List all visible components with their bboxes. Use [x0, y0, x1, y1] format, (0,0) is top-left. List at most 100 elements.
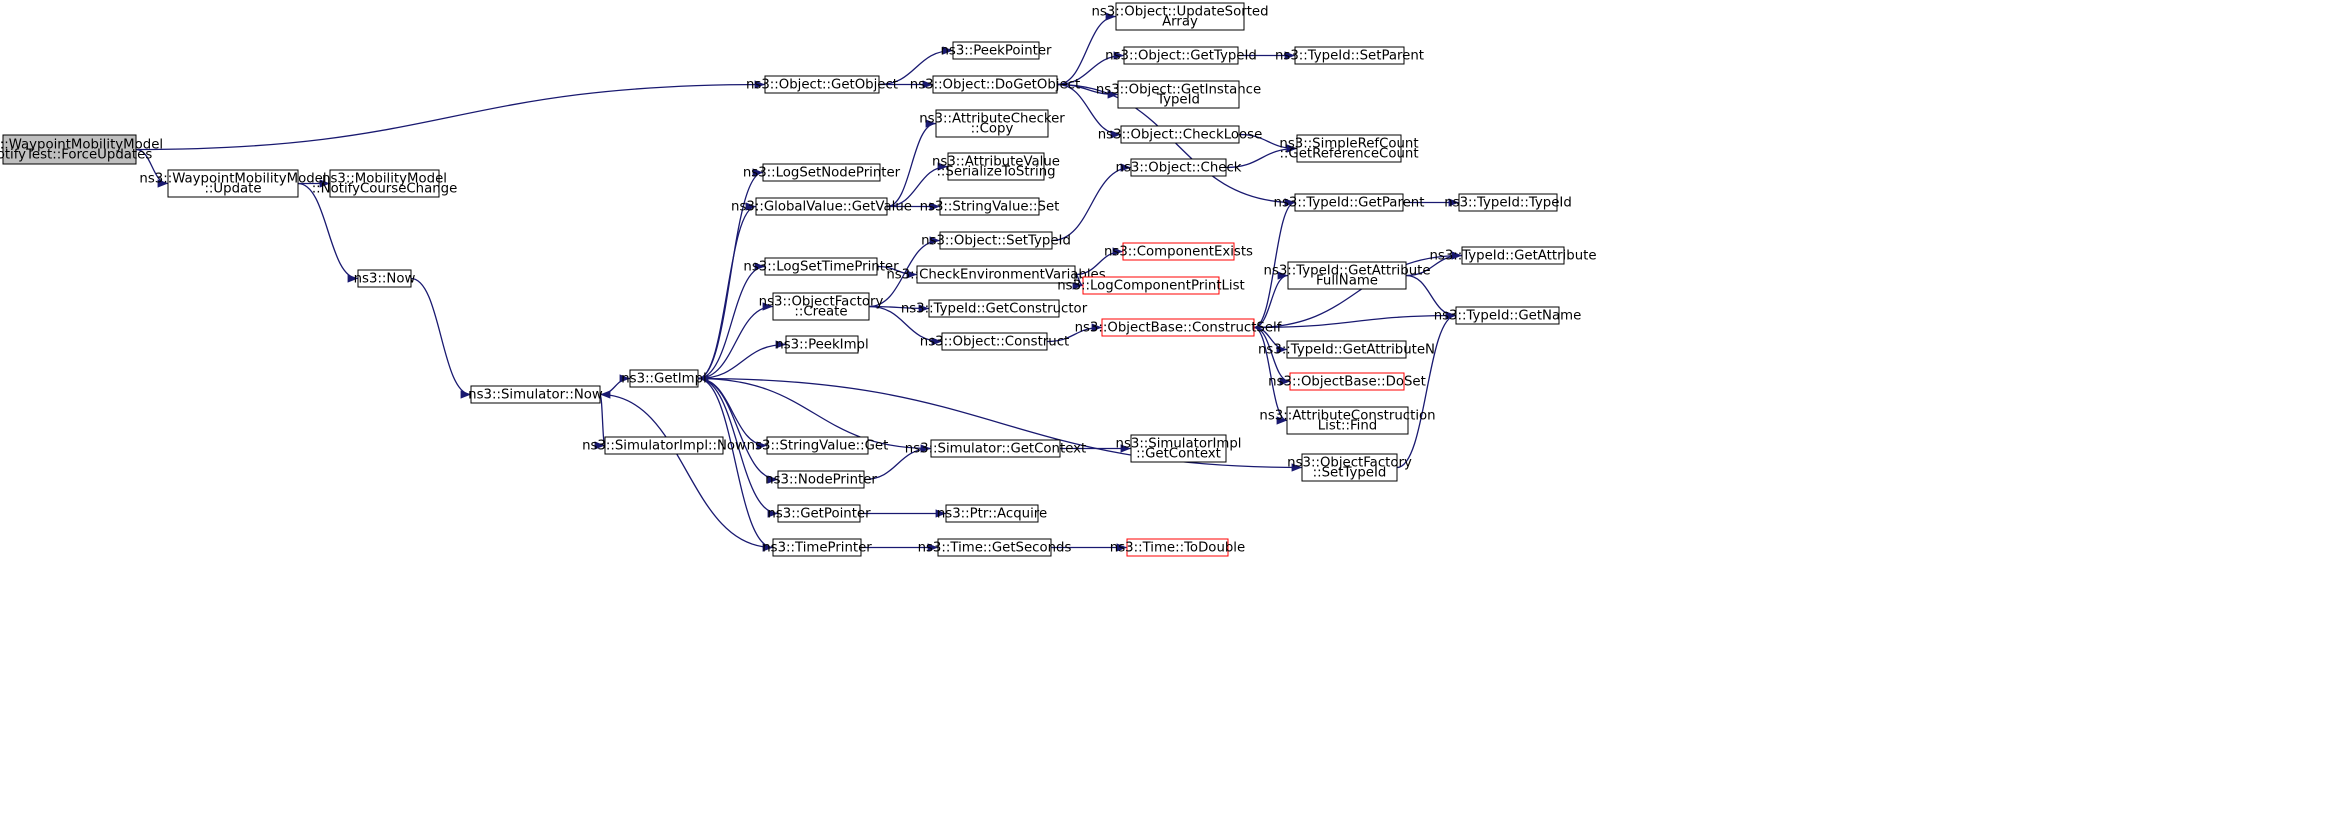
node-label: ns3::SimulatorImpl::Now	[582, 439, 746, 454]
node-wmm-update[interactable]: ns3::WaypointMobilityModel::Update	[139, 169, 327, 198]
node-label: ns3::TypeId::GetAttribute	[1263, 264, 1430, 279]
node-nodeprinter[interactable]: ns3::NodePrinter	[765, 470, 877, 489]
node-label: ns3::Object::CheckLoose	[1098, 128, 1263, 143]
edge-getimpl-to-peekimpl	[697, 340, 787, 380]
node-label: ns3::Now	[354, 272, 416, 287]
node-label: ns3::AttributeValue	[932, 155, 1060, 170]
node-logcomponentprintlist[interactable]: ns3::LogComponentPrintList	[1057, 276, 1245, 295]
node-obj-gettypeid[interactable]: ns3::Object::GetTypeId	[1105, 46, 1257, 65]
node-label: ns3::LogComponentPrintList	[1057, 279, 1245, 294]
edge-ob_constructself-to-acl_find	[1253, 326, 1288, 425]
node-obj-settypeid[interactable]: ns3::Object::SetTypeId	[921, 231, 1071, 250]
node-src-getrefcount[interactable]: ns3::SimpleRefCount::GetReferenceCount	[1279, 134, 1419, 163]
node-getimpl[interactable]: ns3::GetImpl	[621, 369, 707, 388]
node-label: NotifyTest::ForceUpdates	[0, 148, 152, 163]
node-tid-setparent[interactable]: ns3::TypeId::SetParent	[1275, 46, 1424, 65]
edge-obj_check-to-src_getrefcount	[1225, 144, 1298, 169]
node-timeprinter[interactable]: ns3::TimePrinter	[762, 538, 872, 557]
node-ob-doset[interactable]: ns3::ObjectBase::DoSet	[1268, 372, 1426, 391]
node-label: ns3::Simulator::Now	[468, 388, 603, 403]
node-tid-getattributen[interactable]: ns3::TypeId::GetAttributeN	[1258, 340, 1435, 359]
node-label: ns3::TypeId::GetAttribute	[1429, 249, 1596, 264]
node-label: ns3::AttributeChecker	[919, 112, 1065, 127]
node-label: ns3::SimpleRefCount	[1279, 137, 1418, 152]
node-obj-construct[interactable]: ns3::Object::Construct	[920, 332, 1069, 351]
node-simimpl-now[interactable]: ns3::SimulatorImpl::Now	[582, 436, 746, 455]
node-sv-set[interactable]: ns3::StringValue::Set	[920, 197, 1060, 216]
edge-getimpl-to-of_settypeid	[697, 377, 1303, 472]
node-label: ns3::Object::GetObject	[746, 78, 898, 93]
node-label: ns3::Ptr::Acquire	[937, 507, 1047, 522]
node-label: ::NotifyCourseChange	[312, 182, 458, 197]
node-label: ns3::Object::Construct	[920, 335, 1069, 350]
edge-wmm_update-to-now	[297, 182, 359, 283]
node-label: ns3::Object::SetTypeId	[921, 234, 1071, 249]
node-peekimpl[interactable]: ns3::PeekImpl	[775, 335, 869, 354]
node-label: ns3::AttributeConstruction	[1259, 409, 1435, 424]
node-attrchecker-copy[interactable]: ns3::AttributeChecker::Copy	[919, 109, 1065, 138]
node-label: ns3::GetImpl	[621, 372, 706, 387]
node-obj-check[interactable]: ns3::Object::Check	[1116, 158, 1242, 177]
node-obj-checkloose[interactable]: ns3::Object::CheckLoose	[1098, 125, 1263, 144]
node-obj-getobject[interactable]: ns3::Object::GetObject	[746, 75, 898, 94]
node-tid-getattribute[interactable]: ns3::TypeId::GetAttribute	[1429, 246, 1597, 265]
node-label: ns3::PeekPointer	[940, 44, 1052, 59]
edge-now-to-sim_now	[410, 277, 472, 399]
node-getpointer[interactable]: ns3::GetPointer	[767, 504, 871, 523]
node-gv-getvalue[interactable]: ns3::GlobalValue::GetValue	[731, 197, 912, 216]
node-ptr-acquire[interactable]: ns3::Ptr::Acquire	[937, 504, 1047, 523]
node-sim-getcontext[interactable]: ns3::Simulator::GetContext	[905, 439, 1086, 458]
node-now[interactable]: ns3::Now	[354, 269, 416, 288]
edge-of_settypeid-to-tid_getname	[1396, 311, 1457, 469]
node-tid-getname[interactable]: ns3::TypeId::GetName	[1434, 306, 1582, 325]
node-componentexists[interactable]: ns3::ComponentExists	[1104, 242, 1253, 261]
node-ob-constructself[interactable]: ns3::ObjectBase::ConstructSelf	[1075, 318, 1282, 337]
node-tid-getparent[interactable]: ns3::TypeId::GetParent	[1274, 193, 1425, 212]
node-label: ns3::TypeId::SetParent	[1275, 49, 1424, 64]
node-label: ns3::PeekImpl	[775, 338, 868, 353]
edge-obj_settypeid-to-obj_check	[1051, 163, 1132, 242]
node-checkenv[interactable]: ns3::CheckEnvironmentVariables	[886, 265, 1106, 284]
edge-timeprinter-to-sim_now	[599, 390, 774, 549]
node-mm-notify[interactable]: ns3::MobilityModel::NotifyCourseChange	[312, 169, 458, 198]
edge-getimpl-to-of_create	[697, 302, 774, 380]
node-label: ns3::TypeId::TypeId	[1444, 196, 1572, 211]
node-obj-dogetobject[interactable]: ns3::Object::DoGetObject	[910, 75, 1080, 94]
node-sv-get[interactable]: ns3::StringValue::Get	[747, 436, 889, 455]
edge-obj_dogetobject-to-obj_checkloose	[1056, 83, 1122, 139]
node-label: ns3::Object::UpdateSorted	[1091, 5, 1268, 20]
node-attrvalue-serialize[interactable]: ns3::AttributeValue::SerializeToString	[932, 152, 1060, 181]
node-label: ns3::WaypointMobilityModel	[0, 138, 163, 153]
node-label: ns3::ObjectBase::DoSet	[1268, 375, 1426, 390]
node-tid-typeid[interactable]: ns3::TypeId::TypeId	[1444, 193, 1572, 212]
edge-sim_getcontext-to-getimpl	[697, 374, 932, 450]
node-sim-now[interactable]: ns3::Simulator::Now	[468, 385, 603, 404]
node-label: ns3::Simulator::GetContext	[905, 442, 1086, 457]
edge-ob_constructself-to-tid_getname	[1253, 311, 1457, 329]
node-logsettimeprinter[interactable]: ns3::LogSetTimePrinter	[743, 257, 899, 276]
edge-getimpl-to-timeprinter	[697, 377, 774, 552]
node-of-settypeid[interactable]: ns3::ObjectFactory::SetTypeId	[1287, 453, 1412, 482]
node-peekpointer[interactable]: ns3::PeekPointer	[940, 41, 1052, 60]
node-label: ns3::TimePrinter	[762, 541, 872, 556]
node-label: ns3::CheckEnvironmentVariables	[886, 268, 1105, 283]
node-label: ns3::ObjectFactory	[759, 295, 884, 310]
node-time-todouble[interactable]: ns3::Time::ToDouble	[1110, 538, 1245, 557]
node-label: FullName	[1316, 274, 1378, 289]
node-logsetnodeprinter[interactable]: ns3::LogSetNodePrinter	[743, 163, 901, 182]
edge-obj_dogetobject-to-obj_updatesorted	[1056, 12, 1117, 86]
edge-checkenv-to-componentexists	[1074, 247, 1124, 276]
node-of-create[interactable]: ns3::ObjectFactory::Create	[759, 292, 884, 321]
node-time-getseconds[interactable]: ns3::Time::GetSeconds	[918, 538, 1072, 557]
node-simimpl-getcontext[interactable]: ns3::SimulatorImpl::GetContext	[1116, 434, 1242, 463]
edge-of_create-to-obj_construct	[868, 305, 943, 346]
node-label: ::Create	[794, 305, 847, 320]
node-label: ::Copy	[971, 122, 1014, 137]
node-tid-getconstructor[interactable]: ns3::TypeId::GetConstructor	[901, 299, 1088, 318]
edge-obj_getobject-to-peekpointer	[878, 46, 954, 86]
